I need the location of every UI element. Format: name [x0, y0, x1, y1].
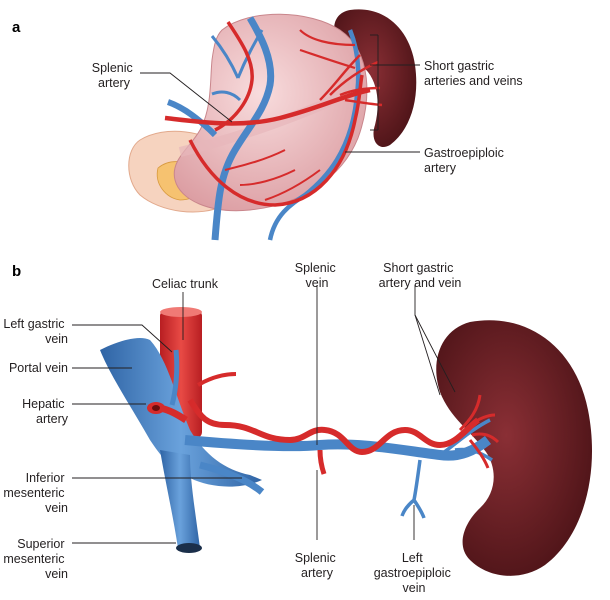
inferior-mesenteric-vein-label: Inferior mesenteric vein	[3, 471, 68, 515]
portal-vein-label: Portal vein	[9, 361, 68, 375]
panel-a-label: a	[12, 19, 21, 36]
label-leaders	[72, 34, 456, 544]
stomach-a	[173, 13, 368, 212]
spleen-b	[436, 320, 593, 576]
short-gastric-arteries-veins-label: Short gastric arteries and veins	[424, 59, 523, 88]
splenic-artery-b-label: Splenic artery	[295, 551, 339, 580]
hepatic-artery-label: Hepatic artery	[22, 397, 69, 426]
splenic-artery-a-label: Splenic artery	[92, 61, 136, 90]
celiac-trunk-label: Celiac trunk	[152, 277, 219, 291]
short-gastric-artery-vein-label: Short gastric artery and vein	[379, 261, 462, 290]
portal-vein-vessel	[100, 338, 262, 487]
splenic-vein-label: Splenic vein	[295, 261, 339, 290]
panel-a-illustration	[128, 9, 417, 241]
panel-b-label: b	[12, 263, 21, 280]
gastroepiploic-artery-label: Gastroepiploic artery	[424, 146, 507, 175]
panel-b-illustration	[100, 307, 593, 576]
left-gastroepiploic-vein-label: Left gastroepiploic vein	[374, 551, 455, 595]
splenic-artery-vessel	[187, 398, 480, 456]
splenic-vein-vessel	[184, 435, 492, 461]
left-gastric-vein-label: Left gastric vein	[3, 317, 68, 346]
superior-mesenteric-vein-label: Superior mesenteric vein	[3, 537, 68, 581]
